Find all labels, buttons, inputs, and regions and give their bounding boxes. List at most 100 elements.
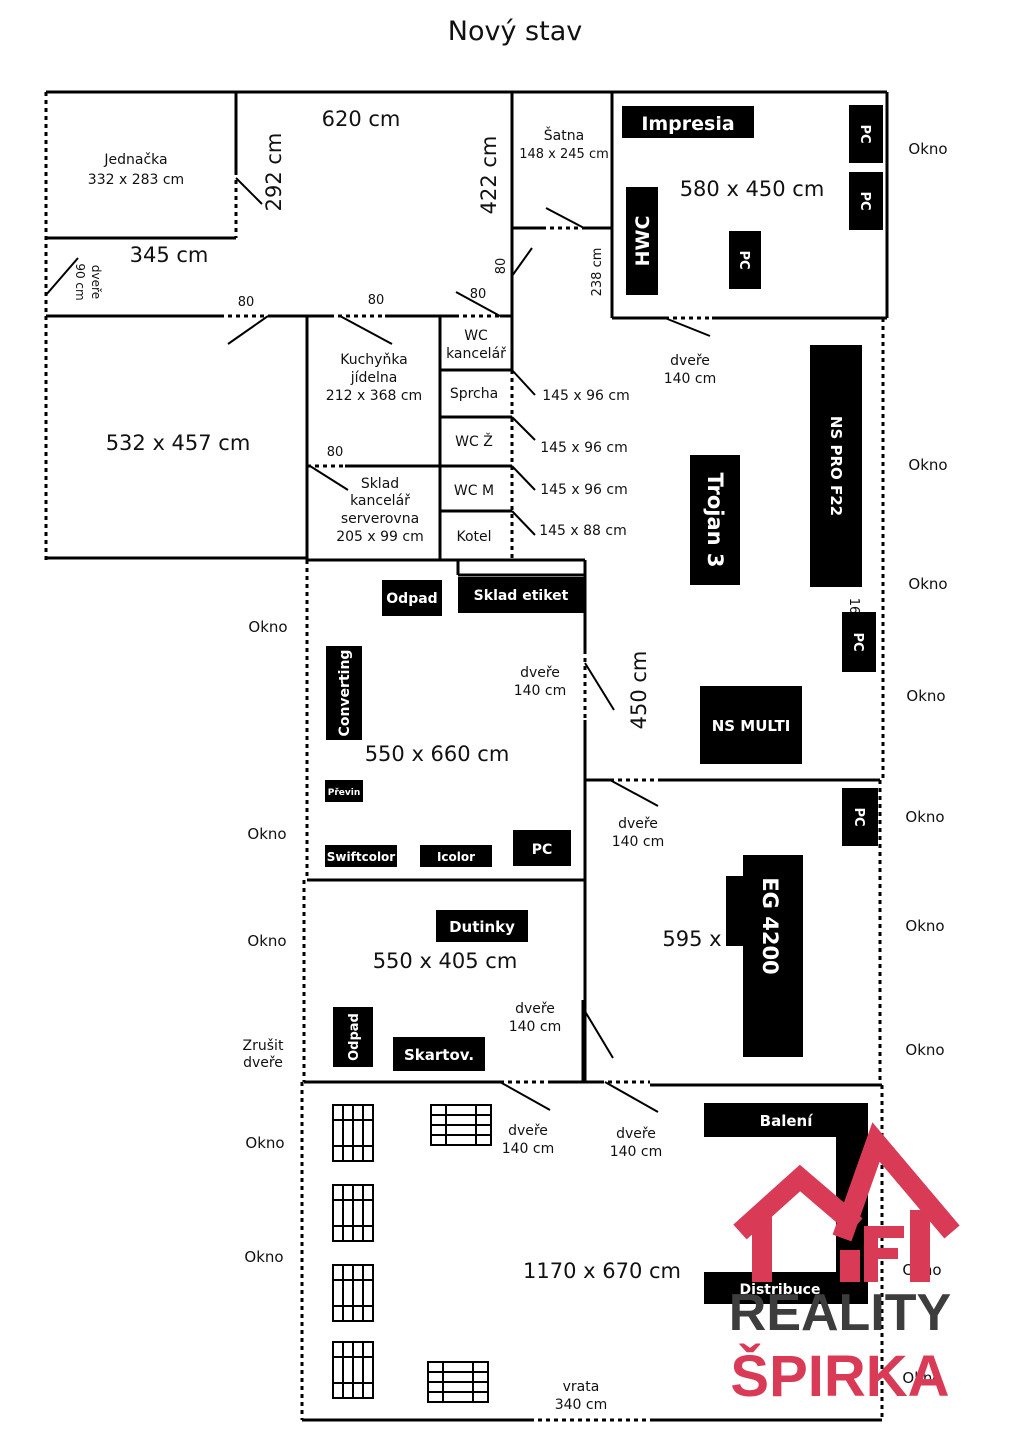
window-label: Okno (905, 808, 944, 826)
svg-text:Trojan 3: Trojan 3 (703, 472, 727, 567)
svg-text:Dutinky: Dutinky (449, 918, 515, 936)
machine-icolor: Icolor (420, 845, 492, 867)
machine-eg-4200: EG 4200 (726, 855, 803, 1057)
pallet (332, 1184, 374, 1242)
machine-odpad-1: Odpad (382, 580, 442, 616)
window-label: Okno (905, 917, 944, 935)
corridor-238: 238 cm (590, 248, 605, 297)
svg-text:Odpad: Odpad (347, 1013, 362, 1061)
machine-odpad-2: Odpad (333, 1007, 373, 1067)
door-80-c: 80 (470, 287, 487, 302)
door-b-size: 140 cm (514, 683, 567, 699)
door-80-b: 80 (368, 293, 385, 308)
pallet (332, 1341, 374, 1399)
door-f-label: dveře (616, 1126, 656, 1142)
svg-text:PC: PC (532, 842, 553, 858)
house-roof-icon (733, 1122, 960, 1282)
wc-women-name: WC Ž (455, 432, 493, 450)
window-label: Okno (908, 140, 947, 158)
machine-skartov: Skartov. (393, 1037, 485, 1071)
machine-pc-4: PC (842, 612, 876, 672)
svg-text:EG 4200: EG 4200 (758, 877, 782, 974)
window-label: Okno (906, 687, 945, 705)
machine-hwc: HWC (626, 187, 658, 295)
machine-pc-2: PC (849, 172, 883, 230)
kitchen-name: Kuchyňka (340, 352, 408, 368)
logo-e-icon (864, 1226, 904, 1282)
door-a-size: 140 cm (664, 371, 717, 387)
hall-height-422: 422 cm (477, 136, 501, 215)
door-left-size: 90 cm (73, 263, 87, 300)
machine-pc-6: PC (842, 788, 878, 846)
satna-size: 148 x 245 cm (519, 147, 609, 162)
sklad-name-3: serverovna (341, 511, 419, 527)
door-80-d: 80 (327, 445, 344, 460)
gate-size: 340 cm (555, 1397, 608, 1413)
door-a-label: dveře (670, 353, 710, 369)
window-label: Okno (908, 456, 947, 474)
shower-name: Sprcha (450, 386, 498, 402)
kitchen-name-2: jídelna (350, 370, 398, 386)
logo-line-1: REALITY (729, 1284, 951, 1342)
svg-text:PC: PC (736, 250, 751, 269)
machine-impresia: Impresia (622, 106, 754, 138)
room-labels: Jednačka 332 x 283 cm 620 cm 292 cm 422 … (73, 107, 861, 1413)
jednacka-name: Jednačka (103, 152, 167, 168)
cancel-door-label: Zrušit (243, 1038, 284, 1054)
sklad-name: Sklad (361, 476, 399, 492)
machine-swiftcolor: Swiftcolor (325, 845, 397, 867)
partial-dimension: 16 (846, 598, 861, 615)
machine-pc-3: PC (729, 231, 761, 289)
svg-text:HWC: HWC (632, 216, 654, 267)
plan-title: Nový stav (448, 16, 582, 47)
size-wc-men: 145 x 96 cm (540, 482, 628, 498)
pallet (332, 1104, 374, 1162)
svg-text:Icolor: Icolor (437, 850, 475, 864)
size-boiler: 145 x 88 cm (539, 523, 627, 539)
size-wc-women: 145 x 96 cm (540, 440, 628, 456)
machine-baleni: Balení (704, 1103, 868, 1293)
svg-text:Převin: Převin (328, 788, 361, 798)
svg-text:PC: PC (857, 191, 872, 210)
kitchen-size: 212 x 368 cm (326, 388, 422, 404)
big-left-size: 532 x 457 cm (106, 431, 251, 455)
reality-spirka-logo: REALITY ŠPIRKA (729, 1122, 960, 1409)
satna-name: Šatna (544, 126, 584, 144)
window-label: Okno (245, 1134, 284, 1152)
svg-text:Skartov.: Skartov. (404, 1046, 474, 1064)
door-80-a: 80 (238, 295, 255, 310)
svg-text:NS MULTI: NS MULTI (712, 717, 791, 735)
gate-label: vrata (563, 1379, 600, 1395)
dutinky-size: 550 x 405 cm (373, 949, 518, 973)
walls (44, 90, 889, 1422)
door-b-label: dveře (520, 665, 560, 681)
jednacka-size: 332 x 283 cm (88, 172, 184, 188)
window-label: Okno (248, 618, 287, 636)
sklad-name-2: kancelář (350, 493, 410, 509)
svg-text:Distribuce: Distribuce (740, 1282, 821, 1298)
hall-bottom-345: 345 cm (130, 243, 209, 267)
machine-trojan-3: Trojan 3 (690, 455, 740, 585)
converting-size: 550 x 660 cm (365, 742, 510, 766)
door-c-label: dveře (618, 816, 658, 832)
svg-text:Impresia: Impresia (641, 113, 734, 135)
big-room-size: 580 x 450 cm (680, 177, 825, 201)
pallet (430, 1104, 492, 1146)
pallet (332, 1264, 374, 1322)
window-label: Okno (902, 1369, 941, 1387)
corridor-80: 80 (494, 258, 509, 275)
door-left-label: dveře (89, 265, 103, 299)
storage-size: 1170 x 670 cm (523, 1259, 681, 1283)
svg-text:Converting: Converting (337, 650, 353, 737)
size-shower: 145 x 96 cm (542, 388, 630, 404)
logo-line-2: ŠPIRKA (730, 1344, 949, 1409)
machine-previn: Převin (325, 780, 363, 802)
eg-room-size: 595 x (662, 927, 721, 951)
door-d-size: 140 cm (509, 1019, 562, 1035)
wc-office-name-2: kancelář (446, 346, 506, 362)
svg-text:PC: PC (857, 124, 872, 143)
cancel-door-label-2: dveře (243, 1055, 283, 1071)
door-e-label: dveře (508, 1123, 548, 1139)
svg-text:Balení: Balení (760, 1112, 814, 1130)
